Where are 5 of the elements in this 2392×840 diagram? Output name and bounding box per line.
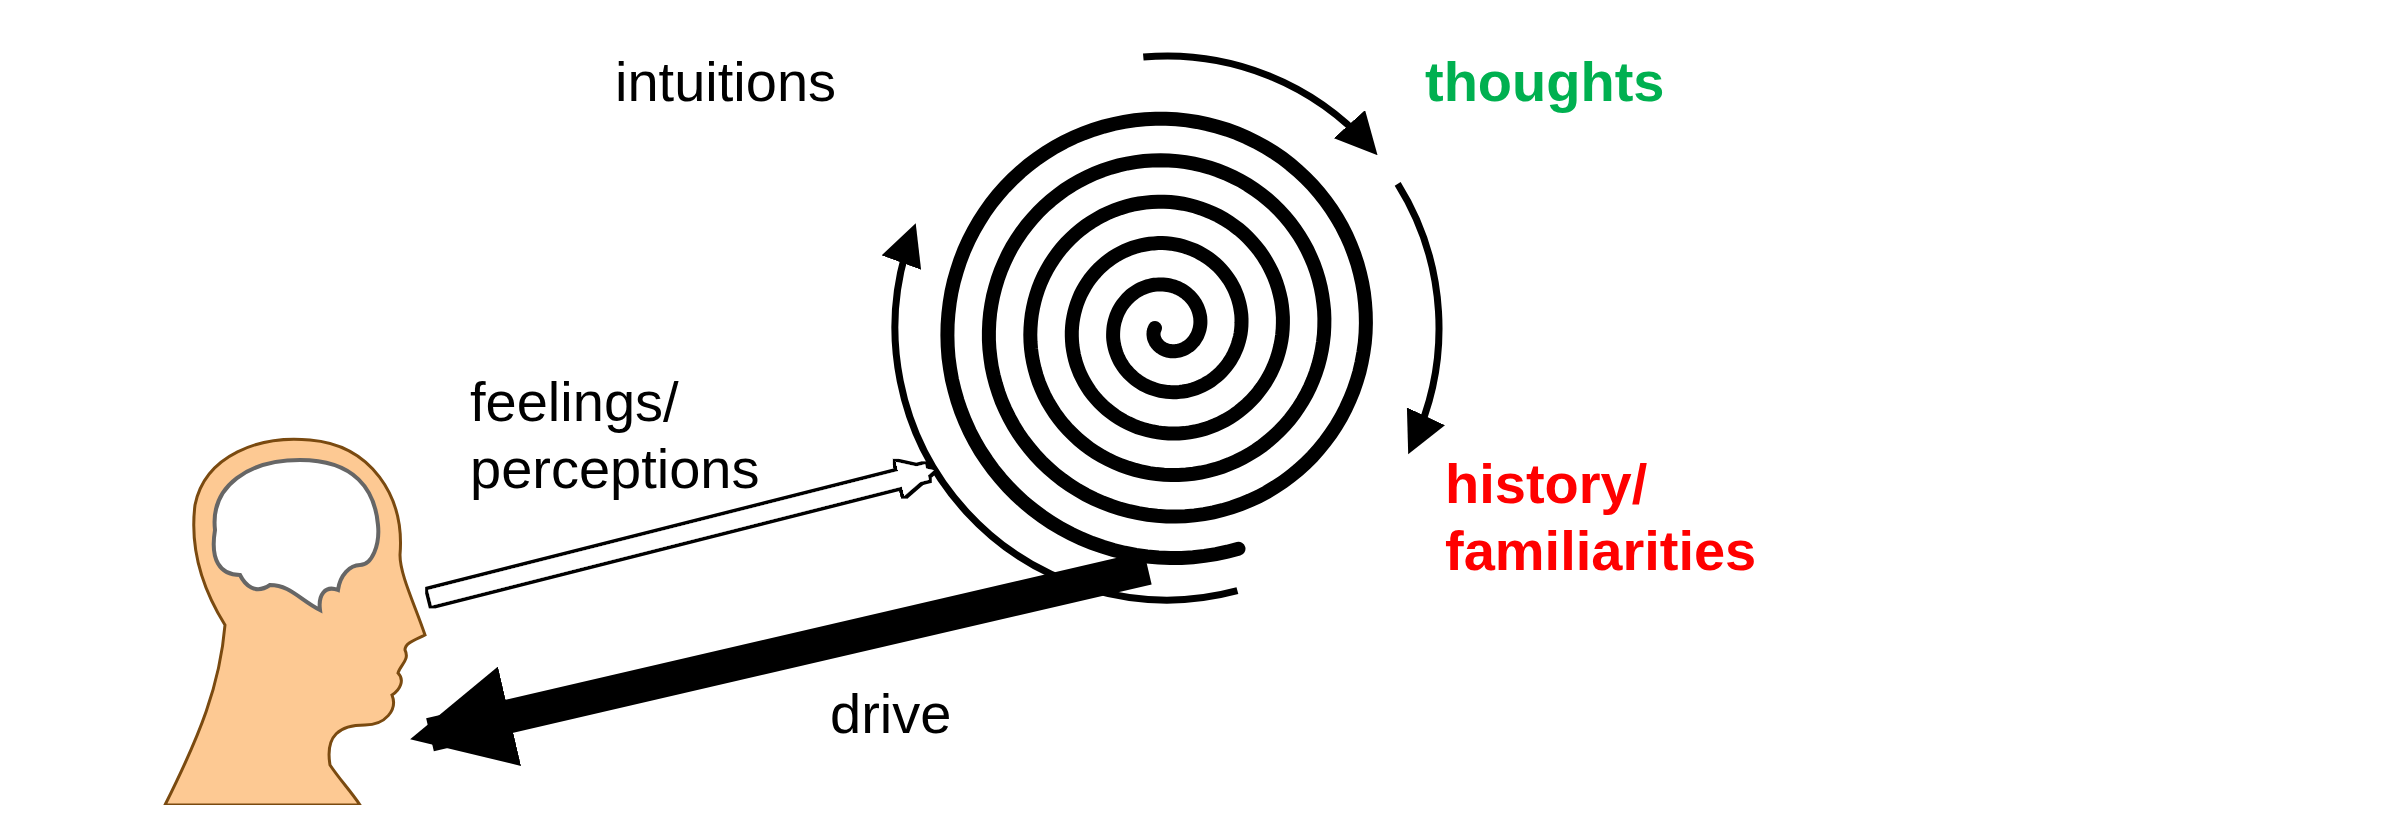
edge-label: feelings/ perceptions: [470, 369, 761, 503]
label-text: intuitions: [615, 49, 837, 115]
edge-label: drive: [830, 681, 952, 747]
label-text: thoughts: [1425, 49, 1665, 115]
label-text: history/ familiarities: [1445, 451, 1758, 585]
